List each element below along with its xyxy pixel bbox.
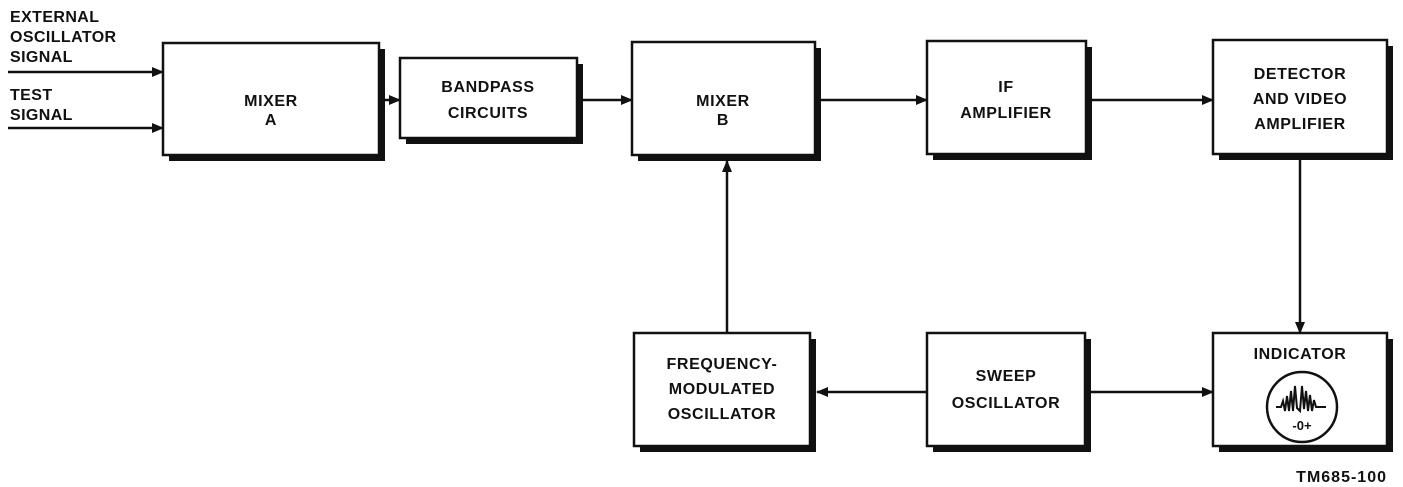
svg-text:TEST: TEST <box>10 87 53 104</box>
svg-text:EXTERNAL: EXTERNAL <box>10 9 99 26</box>
svg-text:MIXER: MIXER <box>244 93 298 110</box>
frequency-modulated-oscillator-block: FREQUENCY- MODULATED OSCILLATOR <box>632 331 816 452</box>
svg-text:OSCILLATOR: OSCILLATOR <box>952 395 1061 412</box>
indicator-block: INDICATOR -0+ <box>1211 331 1393 452</box>
svg-text:AMPLIFIER: AMPLIFIER <box>1254 116 1346 133</box>
svg-text:INDICATOR: INDICATOR <box>1254 346 1347 363</box>
test-signal-label: TEST SIGNAL <box>10 87 73 124</box>
svg-text:OSCILLATOR: OSCILLATOR <box>668 406 777 423</box>
svg-text:CIRCUITS: CIRCUITS <box>448 105 528 122</box>
svg-text:B: B <box>717 112 729 129</box>
sweep-oscillator-block: SWEEP OSCILLATOR <box>925 331 1091 452</box>
svg-text:AND VIDEO: AND VIDEO <box>1253 91 1347 108</box>
detector-video-amplifier-block: DETECTOR AND VIDEO AMPLIFIER <box>1211 38 1393 160</box>
mixer-b-block: MIXER B <box>630 40 821 161</box>
figure-code: TM685-100 <box>1296 469 1387 486</box>
svg-text:-0+: -0+ <box>1292 418 1312 433</box>
svg-text:IF: IF <box>998 79 1013 96</box>
external-oscillator-signal-label: EXTERNAL OSCILLATOR SIGNAL <box>10 9 117 66</box>
svg-text:FREQUENCY-: FREQUENCY- <box>667 356 778 373</box>
bandpass-circuits-block: BANDPASS CIRCUITS <box>398 56 583 144</box>
svg-text:SWEEP: SWEEP <box>976 368 1037 385</box>
svg-text:SIGNAL: SIGNAL <box>10 107 73 124</box>
mixer-a-block: MIXER A <box>161 41 385 161</box>
svg-text:A: A <box>265 112 277 129</box>
svg-text:MIXER: MIXER <box>696 93 750 110</box>
indicator-scope-icon: -0+ <box>1265 370 1339 444</box>
svg-text:AMPLIFIER: AMPLIFIER <box>960 105 1052 122</box>
svg-text:DETECTOR: DETECTOR <box>1254 66 1347 83</box>
svg-text:BANDPASS: BANDPASS <box>441 79 534 96</box>
svg-text:SIGNAL: SIGNAL <box>10 49 73 66</box>
svg-text:MODULATED: MODULATED <box>669 381 775 398</box>
if-amplifier-block: IF AMPLIFIER <box>925 39 1092 160</box>
svg-text:OSCILLATOR: OSCILLATOR <box>10 29 117 46</box>
